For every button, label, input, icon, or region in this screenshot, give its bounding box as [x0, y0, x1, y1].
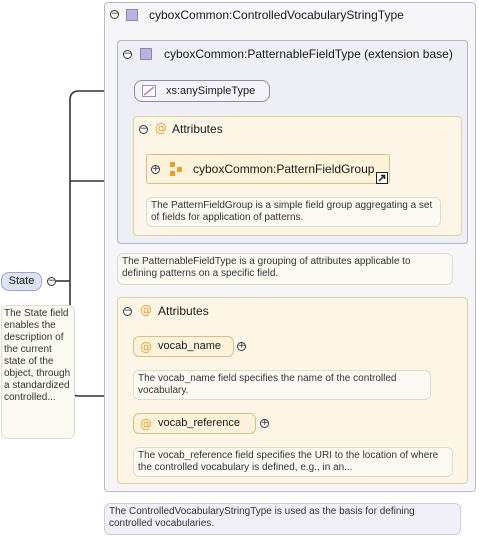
- extension-doc: The PatternableFieldType is a grouping o…: [117, 253, 453, 285]
- attribute-icon: @: [155, 121, 167, 135]
- reference-arrow-icon: [376, 172, 388, 184]
- extension-collapse-toggle[interactable]: −: [123, 49, 132, 59]
- vocab-reference-attribute[interactable]: @ vocab_reference: [133, 413, 256, 434]
- pattern-field-group-node[interactable]: [146, 154, 390, 184]
- inner-attributes-collapse-toggle[interactable]: −: [139, 124, 148, 134]
- inner-attributes-label: Attributes: [172, 122, 223, 136]
- state-element[interactable]: State: [1, 272, 42, 291]
- pattern-field-group-name: cyboxCommon:PatternFieldGroup: [193, 162, 375, 176]
- simple-type-label: xs:anySimpleType: [166, 85, 256, 97]
- vocab-reference-label: vocab_reference: [158, 417, 240, 429]
- attribute-icon: @: [140, 303, 152, 317]
- pattern-field-group-doc: The PatternFieldGroup is a simple field …: [146, 197, 441, 227]
- complex-type-icon: [126, 9, 138, 21]
- extension-type-name: cyboxCommon:PatternableFieldType (extens…: [164, 47, 453, 61]
- complex-type-doc: The ControlledVocabularyStringType is us…: [104, 503, 461, 535]
- outer-attributes-label: Attributes: [158, 304, 209, 318]
- vocab-reference-doc: The vocab_reference field specifies the …: [133, 447, 453, 477]
- complex-type-name: cyboxCommon:ControlledVocabularyStringTy…: [149, 8, 404, 22]
- attribute-icon: @: [140, 340, 152, 354]
- vocab-name-label: vocab_name: [158, 340, 221, 352]
- type-collapse-toggle[interactable]: −: [110, 9, 119, 19]
- outer-attributes-collapse-toggle[interactable]: −: [123, 306, 132, 316]
- vocab-name-expand-toggle[interactable]: +: [237, 341, 246, 351]
- attribute-group-icon: [170, 162, 182, 176]
- attribute-icon: @: [140, 417, 152, 431]
- any-simple-type-node[interactable]: xs:anySimpleType: [134, 80, 270, 102]
- extension-type-icon: [140, 48, 152, 60]
- vocab-reference-expand-toggle[interactable]: +: [260, 418, 269, 428]
- state-collapse-toggle[interactable]: −: [47, 276, 56, 286]
- pattern-field-group-expand-toggle[interactable]: +: [151, 164, 160, 174]
- vocab-name-attribute[interactable]: @ vocab_name: [133, 336, 234, 357]
- simple-type-icon: [142, 85, 156, 97]
- vocab-name-doc: The vocab_name field specifies the name …: [133, 370, 431, 400]
- state-element-label: State: [8, 275, 35, 287]
- state-element-doc: The State field enables the description …: [1, 305, 75, 439]
